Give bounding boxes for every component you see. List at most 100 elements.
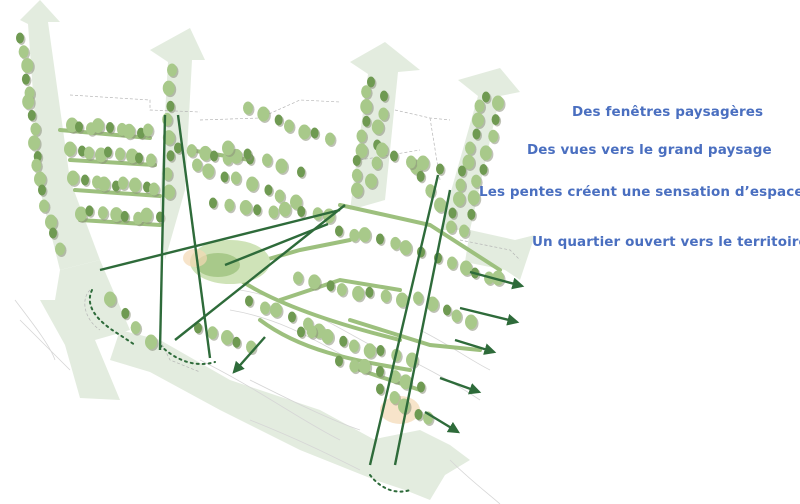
caption-open-quarter: Un quartier ouvert vers le territoire	[532, 234, 800, 250]
street-11	[348, 318, 482, 352]
tree-icon	[426, 296, 439, 312]
tree-icon	[396, 292, 408, 308]
tree-icon	[260, 301, 270, 315]
tree-icon	[257, 106, 270, 122]
tree-icon	[326, 280, 335, 292]
view-arrow-east-3	[454, 338, 497, 355]
tree-icon	[27, 109, 36, 121]
tree-icon	[16, 32, 24, 44]
tree-icon	[436, 163, 444, 175]
tree-icon	[167, 63, 177, 77]
corridor-east-north	[440, 68, 520, 230]
tree-icon	[361, 85, 372, 99]
street-6	[338, 203, 502, 272]
tree-icon	[453, 191, 465, 207]
tree-icon	[380, 289, 391, 303]
tree-icon	[84, 146, 94, 160]
view-arrow-east-2	[459, 306, 520, 326]
view-line-6	[368, 174, 440, 466]
tree-icon	[21, 57, 34, 73]
tree-icon	[482, 91, 490, 103]
tree-icon	[245, 295, 253, 307]
tree-icon	[451, 309, 462, 323]
trees	[16, 32, 506, 426]
tree-icon	[376, 233, 384, 245]
view-line-5	[224, 222, 329, 267]
tree-icon	[85, 205, 94, 217]
tree-icon	[390, 150, 398, 162]
tree-icon	[339, 335, 348, 347]
tree-icon	[106, 122, 114, 133]
view-line-3	[99, 208, 341, 272]
tree-icon	[358, 227, 371, 243]
tree-icon	[129, 177, 141, 193]
tree-icon	[310, 127, 319, 139]
tree-icon	[174, 142, 182, 154]
tree-icon	[492, 270, 504, 286]
tree-icon	[45, 214, 57, 230]
caption-slopes-space: Les pentes créent une sensation d’espace	[479, 184, 800, 200]
tree-icon	[308, 274, 321, 290]
tree-icon	[278, 201, 291, 217]
caption-landscape-windows: Des fenêtres paysagères	[572, 104, 764, 120]
tree-icon	[137, 127, 145, 139]
tree-icon	[239, 200, 252, 215]
tree-icon	[92, 118, 104, 134]
tree-icon	[75, 121, 83, 133]
tree-icon	[210, 150, 218, 162]
tree-icon	[351, 168, 362, 182]
tree-icon	[146, 153, 156, 167]
tree-icon	[224, 198, 235, 212]
tree-icon	[126, 148, 138, 164]
tree-icon	[290, 194, 302, 210]
tree-icon	[202, 163, 215, 179]
tree-icon	[75, 206, 87, 222]
view-line-7	[393, 189, 452, 466]
street-8	[278, 277, 402, 302]
tree-icon	[376, 345, 385, 356]
tree-icon	[465, 141, 475, 155]
tree-icon	[104, 146, 112, 158]
tree-icon	[352, 285, 365, 301]
tree-icon	[365, 286, 374, 298]
tree-icon	[414, 409, 423, 420]
view-arrow-east-4	[439, 376, 482, 395]
tree-icon	[288, 311, 296, 323]
tree-icon	[434, 197, 446, 213]
tree-icon	[479, 164, 488, 175]
tree-icon	[284, 119, 294, 133]
view-arrow-east-1	[469, 270, 525, 290]
tree-icon	[471, 174, 482, 188]
tree-icon	[98, 176, 110, 192]
tree-icon	[417, 381, 425, 393]
tree-icon	[162, 80, 175, 96]
tree-icon	[253, 204, 262, 216]
tree-icon	[336, 283, 347, 297]
tree-icon	[306, 325, 317, 339]
tree-icon	[162, 130, 175, 146]
tree-icon	[349, 359, 360, 373]
tree-icon	[371, 156, 382, 170]
view-line-1	[158, 114, 167, 351]
tree-icon	[166, 100, 175, 112]
tree-icon	[30, 122, 41, 136]
tree-icon	[293, 271, 303, 285]
tree-icon	[274, 189, 285, 203]
tree-icon	[349, 339, 359, 353]
street-7	[238, 278, 402, 342]
tree-icon	[447, 256, 457, 270]
tree-icon	[417, 155, 429, 171]
street-10	[258, 318, 412, 372]
tree-icon	[352, 155, 361, 166]
tree-icon	[492, 95, 504, 111]
tree-icon	[264, 184, 273, 196]
tree-icon	[378, 107, 389, 121]
tree-icon	[130, 321, 141, 335]
tree-icon	[49, 227, 57, 239]
tree-icon	[143, 181, 151, 193]
tree-icon	[367, 76, 375, 88]
tree-icon	[351, 182, 363, 198]
tree-icon	[448, 207, 457, 219]
tree-icon	[110, 207, 123, 223]
tree-icon	[275, 158, 288, 174]
